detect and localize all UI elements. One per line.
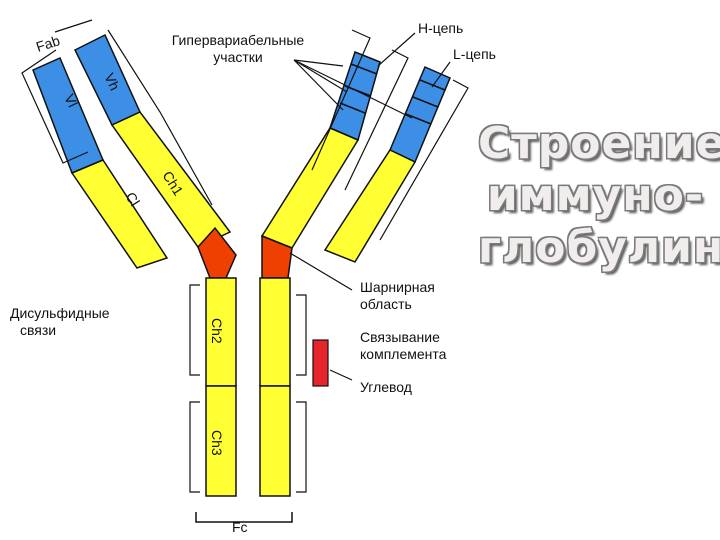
- l-chain-label: L-цепь: [453, 46, 496, 62]
- title-line-2: иммуно-: [486, 170, 705, 221]
- right-arm: [260, 29, 469, 279]
- carbohydrate-marker: [312, 339, 329, 387]
- fab-label: Fab: [34, 32, 62, 55]
- annotation-lines: [289, 32, 451, 381]
- left-hinge: [197, 226, 237, 279]
- left-ch3-bracket: [189, 401, 200, 493]
- left-light-cl-domain: [70, 159, 169, 269]
- right-bracket-2: [344, 49, 409, 191]
- left-ch2-bracket: [189, 284, 200, 376]
- right-ch3-domain: [259, 385, 291, 497]
- h-chain-label: Н-цепь: [418, 20, 463, 36]
- vh-label: Vh: [101, 71, 123, 93]
- right-light-variable-domain: [389, 66, 451, 164]
- right-bracket-3: [379, 79, 469, 241]
- right-ch3-bracket: [296, 401, 307, 493]
- complement-label-line1: Связывание: [360, 329, 440, 345]
- right-bracket-1: [311, 29, 371, 171]
- hinge-label-line2: область: [360, 296, 412, 312]
- left-arm: [21, 19, 237, 279]
- left-ch2-domain: [205, 277, 237, 387]
- hypervariable-label-line2: участки: [213, 49, 262, 65]
- vl-label: Vl: [61, 92, 81, 110]
- right-light-cl-domain: [323, 149, 417, 263]
- title-line-3: глобулина: [478, 222, 720, 273]
- slide-title: Строение иммуно- глобулина: [478, 118, 720, 274]
- left-ch3-domain: [205, 385, 237, 497]
- disulfide-label-line1: Дисульфидные: [10, 305, 110, 321]
- hypervariable-stripes: [339, 63, 446, 125]
- left-inner-bracket: [107, 29, 213, 206]
- right-ch2-domain: [259, 277, 291, 387]
- hypervariable-label-line1: Гипервариабельные: [172, 32, 305, 48]
- disulfide-label-line2: связи: [20, 322, 56, 338]
- ch3-label: Ch3: [209, 430, 225, 456]
- left-outer-bracket-2: [54, 19, 93, 33]
- fc-stem: [189, 277, 329, 523]
- fc-label: Fc: [232, 519, 248, 535]
- right-ch2-bracket: [296, 294, 307, 376]
- fc-bracket: [195, 512, 293, 523]
- carbohydrate-label: Углевод: [360, 379, 412, 395]
- complement-label-line2: комплемента: [360, 346, 447, 362]
- title-line-1: Строение: [478, 118, 720, 169]
- ch2-label: Ch2: [209, 318, 225, 344]
- left-outer-bracket-1: [21, 49, 89, 164]
- hinge-label-line1: Шарнирная: [360, 279, 435, 295]
- left-heavy-ch1-domain: [110, 111, 232, 248]
